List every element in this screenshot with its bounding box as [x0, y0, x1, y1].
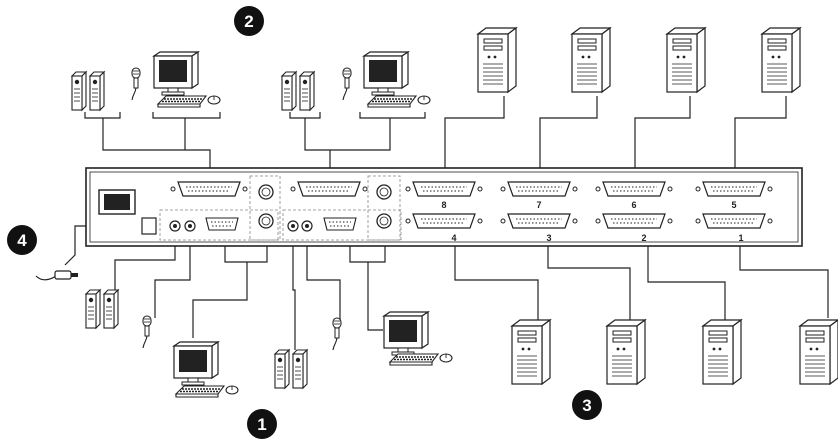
speaker-icon — [89, 71, 105, 111]
cpu-port-label: 8 — [441, 200, 446, 210]
mouse-icon — [207, 95, 221, 105]
computer-monitor-icon — [173, 341, 219, 386]
microphone-icon — [131, 67, 141, 101]
console-station-bottom-left — [85, 289, 239, 398]
callout-label: 3 — [582, 396, 591, 415]
callout-label: 2 — [244, 12, 253, 31]
audio-jack-1b — [184, 220, 196, 232]
computer-monitor-icon — [383, 311, 429, 356]
audio-jack-2a — [287, 220, 299, 232]
speaker-icon — [274, 349, 290, 389]
speaker-icon — [71, 71, 87, 111]
server-tower-icon — [761, 27, 801, 93]
server-tower-icon — [799, 319, 838, 385]
power-socket-icon — [98, 189, 136, 215]
server-tower-icon — [511, 319, 551, 385]
mouse-icon — [417, 95, 431, 105]
ps2-port-2a — [376, 184, 392, 200]
callout-4: 4 — [7, 225, 37, 255]
speaker-icon — [281, 71, 297, 111]
console-db-port-2 — [290, 181, 368, 197]
keyboard-icon — [389, 353, 439, 366]
cpu-port-label: 2 — [641, 233, 646, 243]
servers-top — [477, 27, 801, 93]
power-cord-icon — [35, 270, 78, 281]
server-tower-icon — [702, 319, 742, 385]
console-vga-port-1 — [205, 217, 239, 231]
server-tower-icon — [666, 27, 706, 93]
callout-2: 2 — [234, 6, 264, 36]
speaker-icon — [292, 349, 308, 389]
connection-lines — [64, 96, 829, 350]
audio-jack-1a — [169, 220, 181, 232]
speaker-icon — [299, 71, 315, 111]
console-db-port-1 — [170, 181, 248, 197]
console-station-bottom-right — [274, 311, 453, 389]
console-port-group-2 — [282, 209, 402, 241]
console-station-top-right — [281, 51, 431, 111]
callout-1: 1 — [247, 409, 277, 439]
cpu-port-row-bottom: 4 3 2 1 — [405, 213, 773, 243]
speaker-icon — [103, 289, 119, 329]
console-port-group-1 — [159, 209, 279, 241]
console-station-top-left — [71, 51, 221, 111]
keyboard-icon — [367, 95, 417, 108]
keyboard-icon — [157, 95, 207, 108]
callout-3: 3 — [572, 390, 602, 420]
console-port-group-2-upper — [367, 175, 401, 241]
microphone-icon — [332, 317, 342, 351]
microphone-icon — [342, 67, 352, 101]
console-port-group-1-upper — [249, 175, 281, 241]
cpu-port-label: 5 — [731, 200, 736, 210]
cpu-port-label: 3 — [546, 233, 551, 243]
mouse-icon — [439, 353, 453, 363]
server-tower-icon — [477, 27, 517, 93]
cpu-port-label: 1 — [738, 233, 743, 243]
ps2-port-1b — [258, 213, 274, 229]
microphone-icon — [142, 315, 152, 349]
mouse-icon — [225, 385, 239, 395]
computer-monitor-icon — [363, 51, 409, 96]
cpu-port-label: 7 — [536, 200, 541, 210]
audio-jack-2b — [301, 220, 313, 232]
ps2-port-2b — [376, 213, 392, 229]
cpu-port-row-top: 8 7 6 5 — [405, 181, 773, 210]
keyboard-icon — [175, 385, 225, 398]
computer-monitor-icon — [153, 51, 199, 96]
servers-bottom — [511, 319, 838, 385]
callout-label: 4 — [17, 231, 27, 250]
power-switch-icon — [141, 217, 157, 235]
ps2-port-1a — [258, 184, 274, 200]
callout-label: 1 — [257, 415, 266, 434]
kvm-switch-panel: 8 7 6 5 4 3 2 1 — [85, 167, 803, 247]
cpu-port-label: 4 — [451, 233, 456, 243]
server-tower-icon — [606, 319, 646, 385]
console-vga-port-2 — [323, 217, 357, 231]
server-tower-icon — [571, 27, 611, 93]
speaker-icon — [85, 289, 101, 329]
cpu-port-label: 6 — [631, 200, 636, 210]
